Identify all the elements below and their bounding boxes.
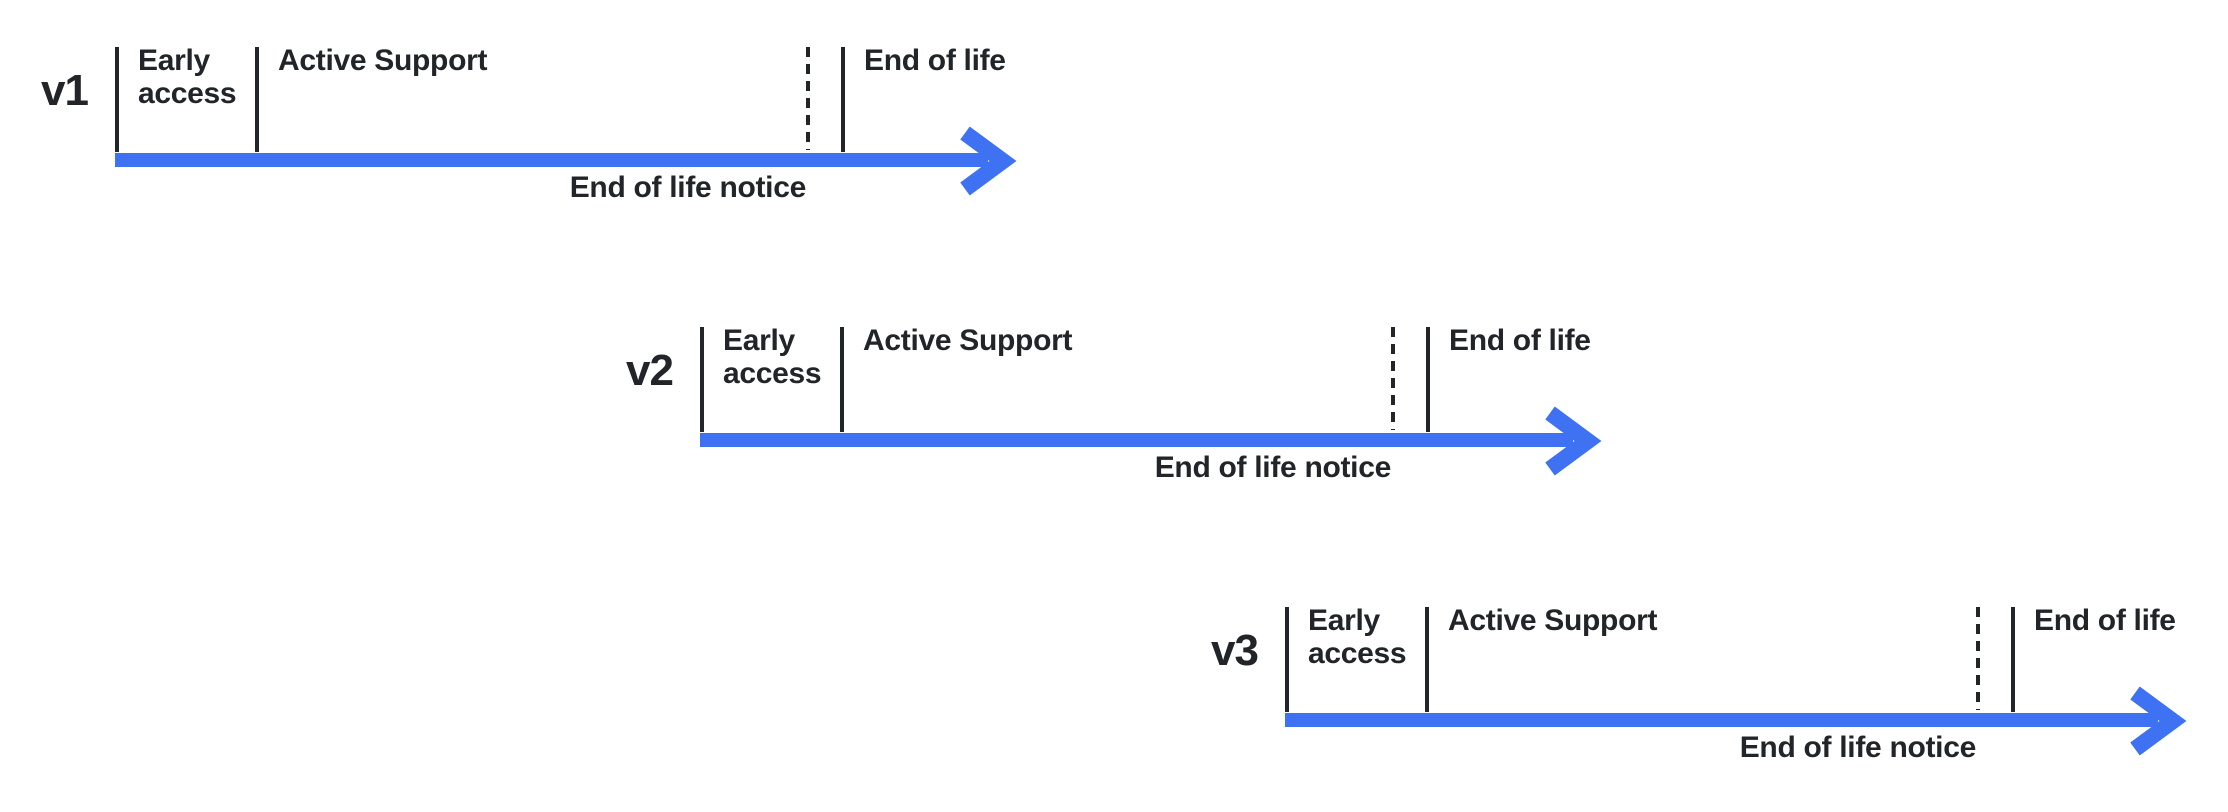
timeline-v3: v3 Early access Active Support End of li… — [1170, 560, 2228, 790]
version-label: v3 — [1211, 626, 1259, 675]
end-of-life-notice-label: End of life notice — [1154, 451, 1392, 484]
end-of-life-tick — [841, 47, 845, 152]
end-of-life-label: End of life — [864, 44, 1006, 77]
end-of-life-label: End of life — [1449, 324, 1591, 357]
end-of-life-tick — [1426, 327, 1430, 432]
arrow-shaft — [115, 153, 988, 167]
early-access-start-tick — [1285, 607, 1289, 712]
arrow-head — [960, 126, 1017, 196]
version-label: v1 — [41, 66, 89, 115]
end-of-life-notice-label: End of life notice — [569, 171, 807, 204]
arrow-shaft — [1285, 713, 2158, 727]
end-of-life-tick — [2011, 607, 2015, 712]
end-of-life-notice-marker — [1391, 327, 1395, 430]
timeline-v2: v2 Early access Active Support End of li… — [585, 280, 1655, 510]
early-access-start-tick — [700, 327, 704, 432]
timeline-arrow — [700, 406, 1602, 476]
active-support-label: Active Support — [1448, 604, 1658, 637]
timeline-v1: v1 Early access Active Support End of li… — [0, 0, 1070, 230]
arrow-head — [1545, 406, 1602, 476]
early-access-label: Early access — [723, 324, 822, 390]
active-support-start-tick — [255, 47, 259, 152]
end-of-life-notice-marker — [806, 47, 810, 150]
end-of-life-notice-marker — [1976, 607, 1980, 710]
active-support-label: Active Support — [863, 324, 1073, 357]
arrow-shaft — [700, 433, 1573, 447]
end-of-life-notice-label: End of life notice — [1739, 731, 1977, 764]
active-support-start-tick — [1425, 607, 1429, 712]
early-access-start-tick — [115, 47, 119, 152]
active-support-start-tick — [840, 327, 844, 432]
active-support-label: Active Support — [278, 44, 488, 77]
arrow-head — [2130, 686, 2187, 756]
timeline-arrow — [1285, 686, 2187, 756]
end-of-life-label: End of life — [2034, 604, 2176, 637]
early-access-label: Early access — [1308, 604, 1407, 670]
early-access-label: Early access — [138, 44, 237, 110]
timeline-arrow — [115, 126, 1017, 196]
version-label: v2 — [626, 346, 674, 395]
